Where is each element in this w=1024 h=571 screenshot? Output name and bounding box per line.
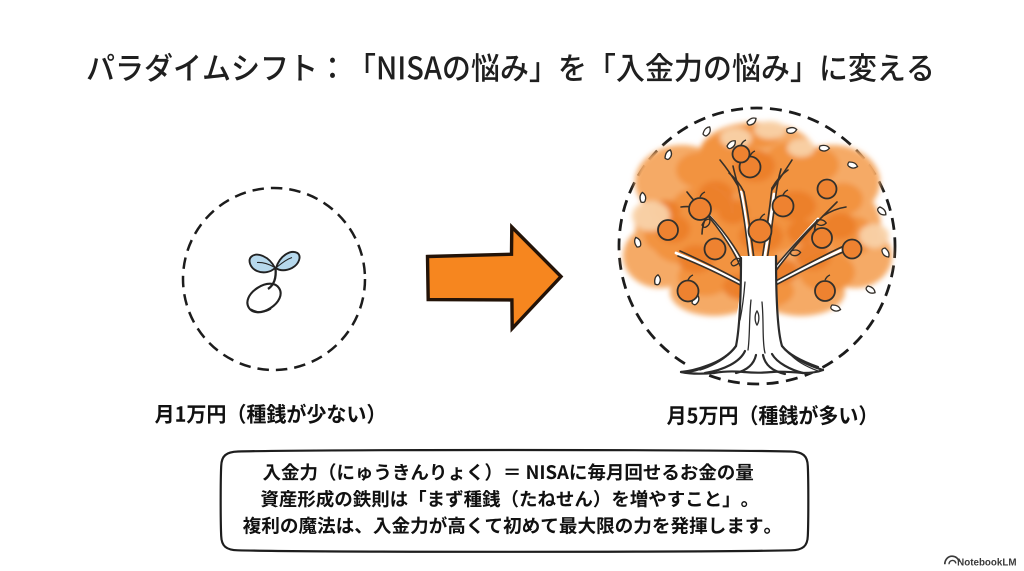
svg-text:NotebookLM: NotebookLM [957,558,1016,569]
